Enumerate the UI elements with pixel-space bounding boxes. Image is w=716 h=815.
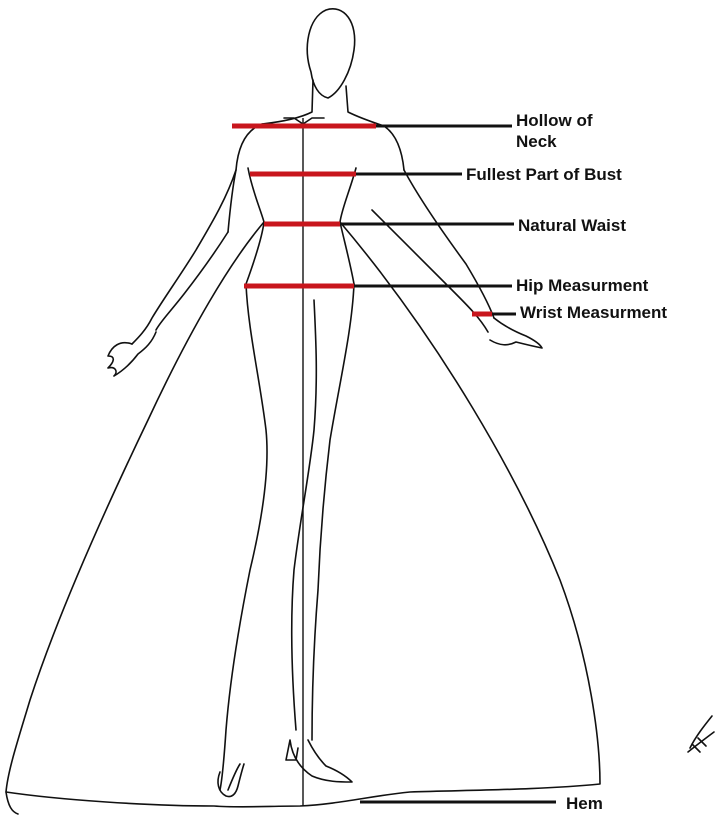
label-hem: Hem bbox=[566, 793, 603, 814]
figure-head bbox=[307, 9, 354, 98]
figure-legs bbox=[220, 284, 354, 790]
figure-shoe bbox=[286, 740, 352, 782]
figure-right-arm bbox=[372, 170, 494, 332]
label-hollow-of-neck-line1: Hollow of bbox=[516, 110, 592, 131]
label-fullest-part-of-bust: Fullest Part of Bust bbox=[466, 164, 622, 185]
sketch-mark-icon bbox=[688, 716, 714, 752]
figure-skirt-contour bbox=[6, 792, 18, 814]
label-hollow-of-neck-line2: Neck bbox=[516, 131, 557, 152]
figure-neck bbox=[262, 80, 384, 126]
figure-bodice bbox=[228, 124, 404, 284]
figure-left-hand bbox=[108, 332, 156, 376]
figure-left-arm bbox=[132, 170, 236, 344]
label-wrist-measurement: Wrist Measurment bbox=[520, 302, 667, 323]
label-natural-waist: Natural Waist bbox=[518, 215, 626, 236]
label-hip-measurement: Hip Measurment bbox=[516, 275, 648, 296]
